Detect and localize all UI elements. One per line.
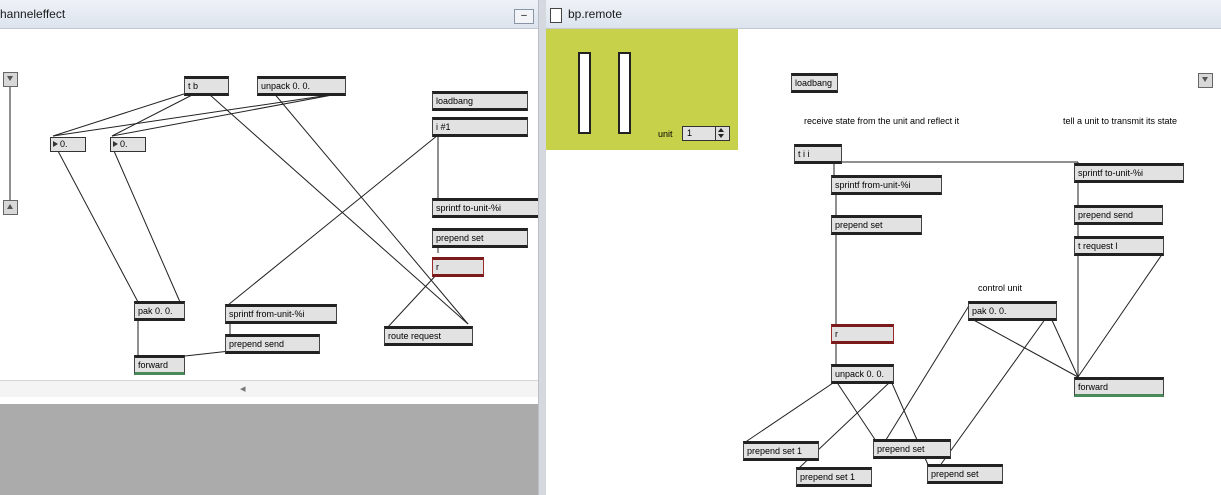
right-titlebar: bp.remote — [546, 0, 1221, 29]
object-prepend-set-right[interactable]: prepend set — [831, 215, 922, 235]
object-sprintf-from-unit[interactable]: sprintf from-unit-%i — [225, 304, 337, 324]
number-box-1[interactable]: 0. — [50, 137, 86, 152]
left-window-title: hanneleffect — [0, 7, 66, 21]
object-pak-right[interactable]: pak 0. 0. — [968, 301, 1057, 321]
slider-1[interactable] — [578, 52, 591, 134]
object-receive[interactable]: r — [432, 257, 484, 277]
left-titlebar: hanneleffect – — [0, 0, 538, 29]
object-prepend-set-1a[interactable]: prepend set 1 — [743, 441, 819, 461]
left-patcher-window: hanneleffect – — [0, 0, 538, 404]
comment-tell-unit: tell a unit to transmit its state — [1063, 116, 1178, 126]
unit-value[interactable]: 1 — [687, 128, 693, 138]
unit-label: unit — [658, 129, 673, 139]
right-window-title: bp.remote — [568, 7, 623, 21]
object-prepend-set[interactable]: prepend set — [432, 228, 528, 248]
unit-number-box[interactable]: 1 — [682, 126, 730, 141]
stepper-arrows-icon[interactable] — [715, 127, 728, 140]
object-loadbang[interactable]: loadbang — [432, 91, 528, 111]
object-prepend-set-b[interactable]: prepend set — [927, 464, 1003, 484]
number-box-2[interactable]: 0. — [110, 137, 146, 152]
object-unpack[interactable]: unpack 0. 0. — [257, 76, 346, 96]
object-sprintf-from-unit-right[interactable]: sprintf from-unit-%i — [831, 175, 942, 195]
object-route-request[interactable]: route request — [384, 326, 473, 346]
document-icon — [550, 8, 562, 23]
scroll-left-icon[interactable]: ◂ — [240, 383, 246, 395]
object-receive-right[interactable]: r — [831, 324, 894, 344]
object-prepend-set-a[interactable]: prepend set — [873, 439, 951, 459]
slider-2[interactable] — [618, 52, 631, 134]
object-forward-right[interactable]: forward — [1074, 377, 1164, 397]
object-i-arg[interactable]: i #1 — [432, 117, 528, 137]
right-patcher-canvas[interactable]: unit 1 — [546, 29, 1221, 495]
comment-control-unit: control unit — [978, 283, 1023, 293]
horizontal-scrollbar[interactable]: ◂ — [0, 380, 538, 397]
left-slider-top-arrow[interactable] — [3, 72, 18, 87]
comment-receive-state: receive state from the unit and reflect … — [804, 116, 960, 126]
left-slider-bottom-arrow[interactable] — [3, 200, 18, 215]
object-pak[interactable]: pak 0. 0. — [134, 301, 185, 321]
object-loadbang-right[interactable]: loadbang — [791, 73, 838, 93]
object-prepend-send[interactable]: prepend send — [225, 334, 320, 354]
object-t-i-i[interactable]: t i i — [794, 144, 842, 164]
object-sprintf-to-unit-right[interactable]: sprintf to-unit-%i — [1074, 163, 1184, 183]
object-forward[interactable]: forward — [134, 355, 185, 375]
left-patcher-canvas[interactable]: t b unpack 0. 0. 0. 0. loadbang i #1 spr… — [0, 29, 538, 404]
object-unpack-right[interactable]: unpack 0. 0. — [831, 364, 894, 384]
presentation-panel: unit 1 — [546, 29, 738, 150]
object-sprintf-to-unit[interactable]: sprintf to-unit-%i — [432, 198, 538, 218]
object-prepend-send-right[interactable]: prepend send — [1074, 205, 1163, 225]
object-prepend-set-1b[interactable]: prepend set 1 — [796, 467, 872, 487]
minimize-icon: – — [521, 10, 527, 21]
object-t-b[interactable]: t b — [184, 76, 229, 96]
right-patcher-window: bp.remote unit 1 — [546, 0, 1221, 495]
minimize-button[interactable]: – — [514, 9, 534, 24]
right-toggle-arrow[interactable] — [1198, 73, 1213, 88]
right-patch-cords — [743, 161, 1164, 482]
object-t-request-l[interactable]: t request l — [1074, 236, 1164, 256]
